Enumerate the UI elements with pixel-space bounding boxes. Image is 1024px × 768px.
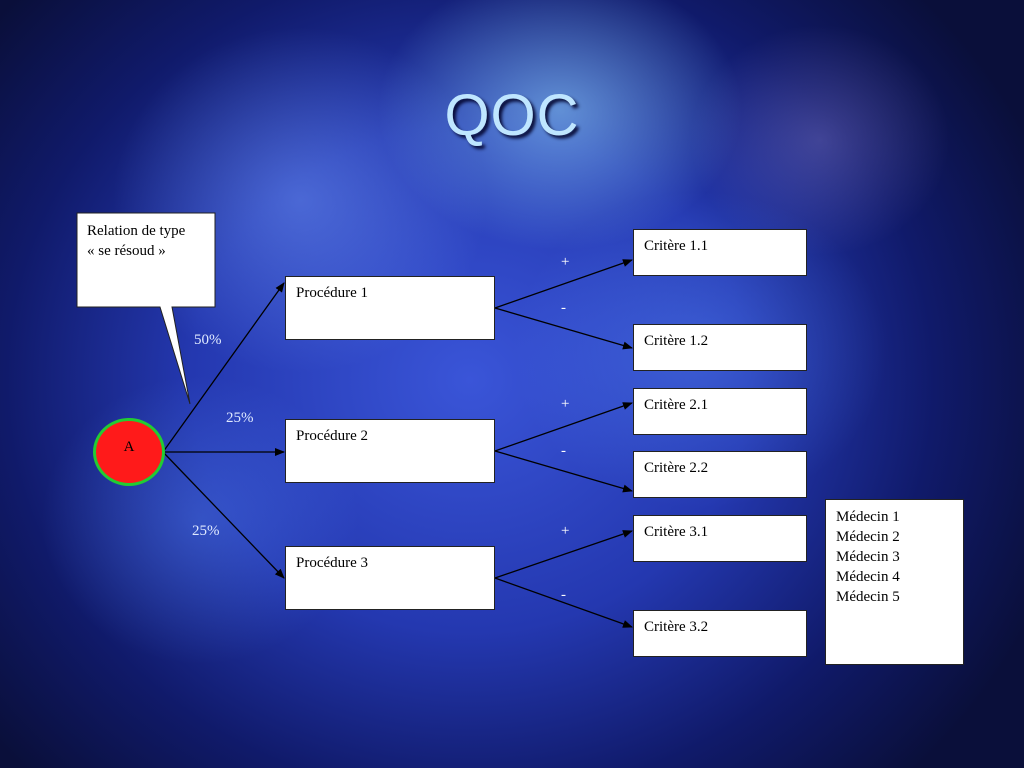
sign-criterion-1-1: +	[561, 254, 570, 270]
edge-proc2-crit21	[494, 402, 633, 452]
criterion-box-2-1: Critère 2.1	[633, 388, 807, 435]
edge-proc1-crit11	[494, 259, 633, 309]
doctor-item-4: Médecin 4	[836, 569, 900, 585]
doctor-item-5: Médecin 5	[836, 589, 900, 605]
sign-criterion-1-2: -	[561, 300, 566, 316]
slide-title: QOC	[444, 83, 580, 148]
sign-criterion-2-2: -	[561, 443, 566, 459]
root-node-a: A	[93, 418, 165, 486]
weight-procedure-3: 25%	[192, 523, 220, 539]
doctor-item-2: Médecin 2	[836, 529, 900, 545]
edge-a-proc3	[162, 451, 285, 579]
procedure-box-3: Procédure 3	[285, 546, 495, 610]
criterion-box-1-2: Critère 1.2	[633, 324, 807, 371]
procedure-box-2: Procédure 2	[285, 419, 495, 483]
criterion-box-1-1: Critère 1.1	[633, 229, 807, 276]
weight-procedure-1: 50%	[194, 332, 222, 348]
callout-line-1: Relation de type	[87, 223, 186, 239]
criterion-box-3-2: Critère 3.2	[633, 610, 807, 657]
edge-proc3-crit31	[494, 530, 633, 579]
doctors-box: Médecin 1 Médecin 2 Médecin 3 Médecin 4 …	[825, 499, 964, 665]
callout-text: Relation de type « se résoud »	[87, 221, 185, 261]
sign-criterion-3-2: -	[561, 587, 566, 603]
edge-proc2-crit22	[494, 450, 633, 493]
doctor-item-1: Médecin 1	[836, 509, 900, 525]
callout-balloon	[76, 212, 216, 405]
doctor-item-3: Médecin 3	[836, 549, 900, 565]
criterion-box-2-2: Critère 2.2	[633, 451, 807, 498]
sign-criterion-3-1: +	[561, 523, 570, 539]
weight-procedure-2: 25%	[226, 410, 254, 426]
edge-proc3-crit32	[494, 577, 633, 628]
edge-proc1-crit12	[494, 307, 633, 350]
criterion-box-3-1: Critère 3.1	[633, 515, 807, 562]
procedure-box-1: Procédure 1	[285, 276, 495, 340]
sign-criterion-2-1: +	[561, 396, 570, 412]
edge-a-proc1	[162, 282, 285, 453]
callout-line-2: « se résoud »	[87, 243, 166, 259]
